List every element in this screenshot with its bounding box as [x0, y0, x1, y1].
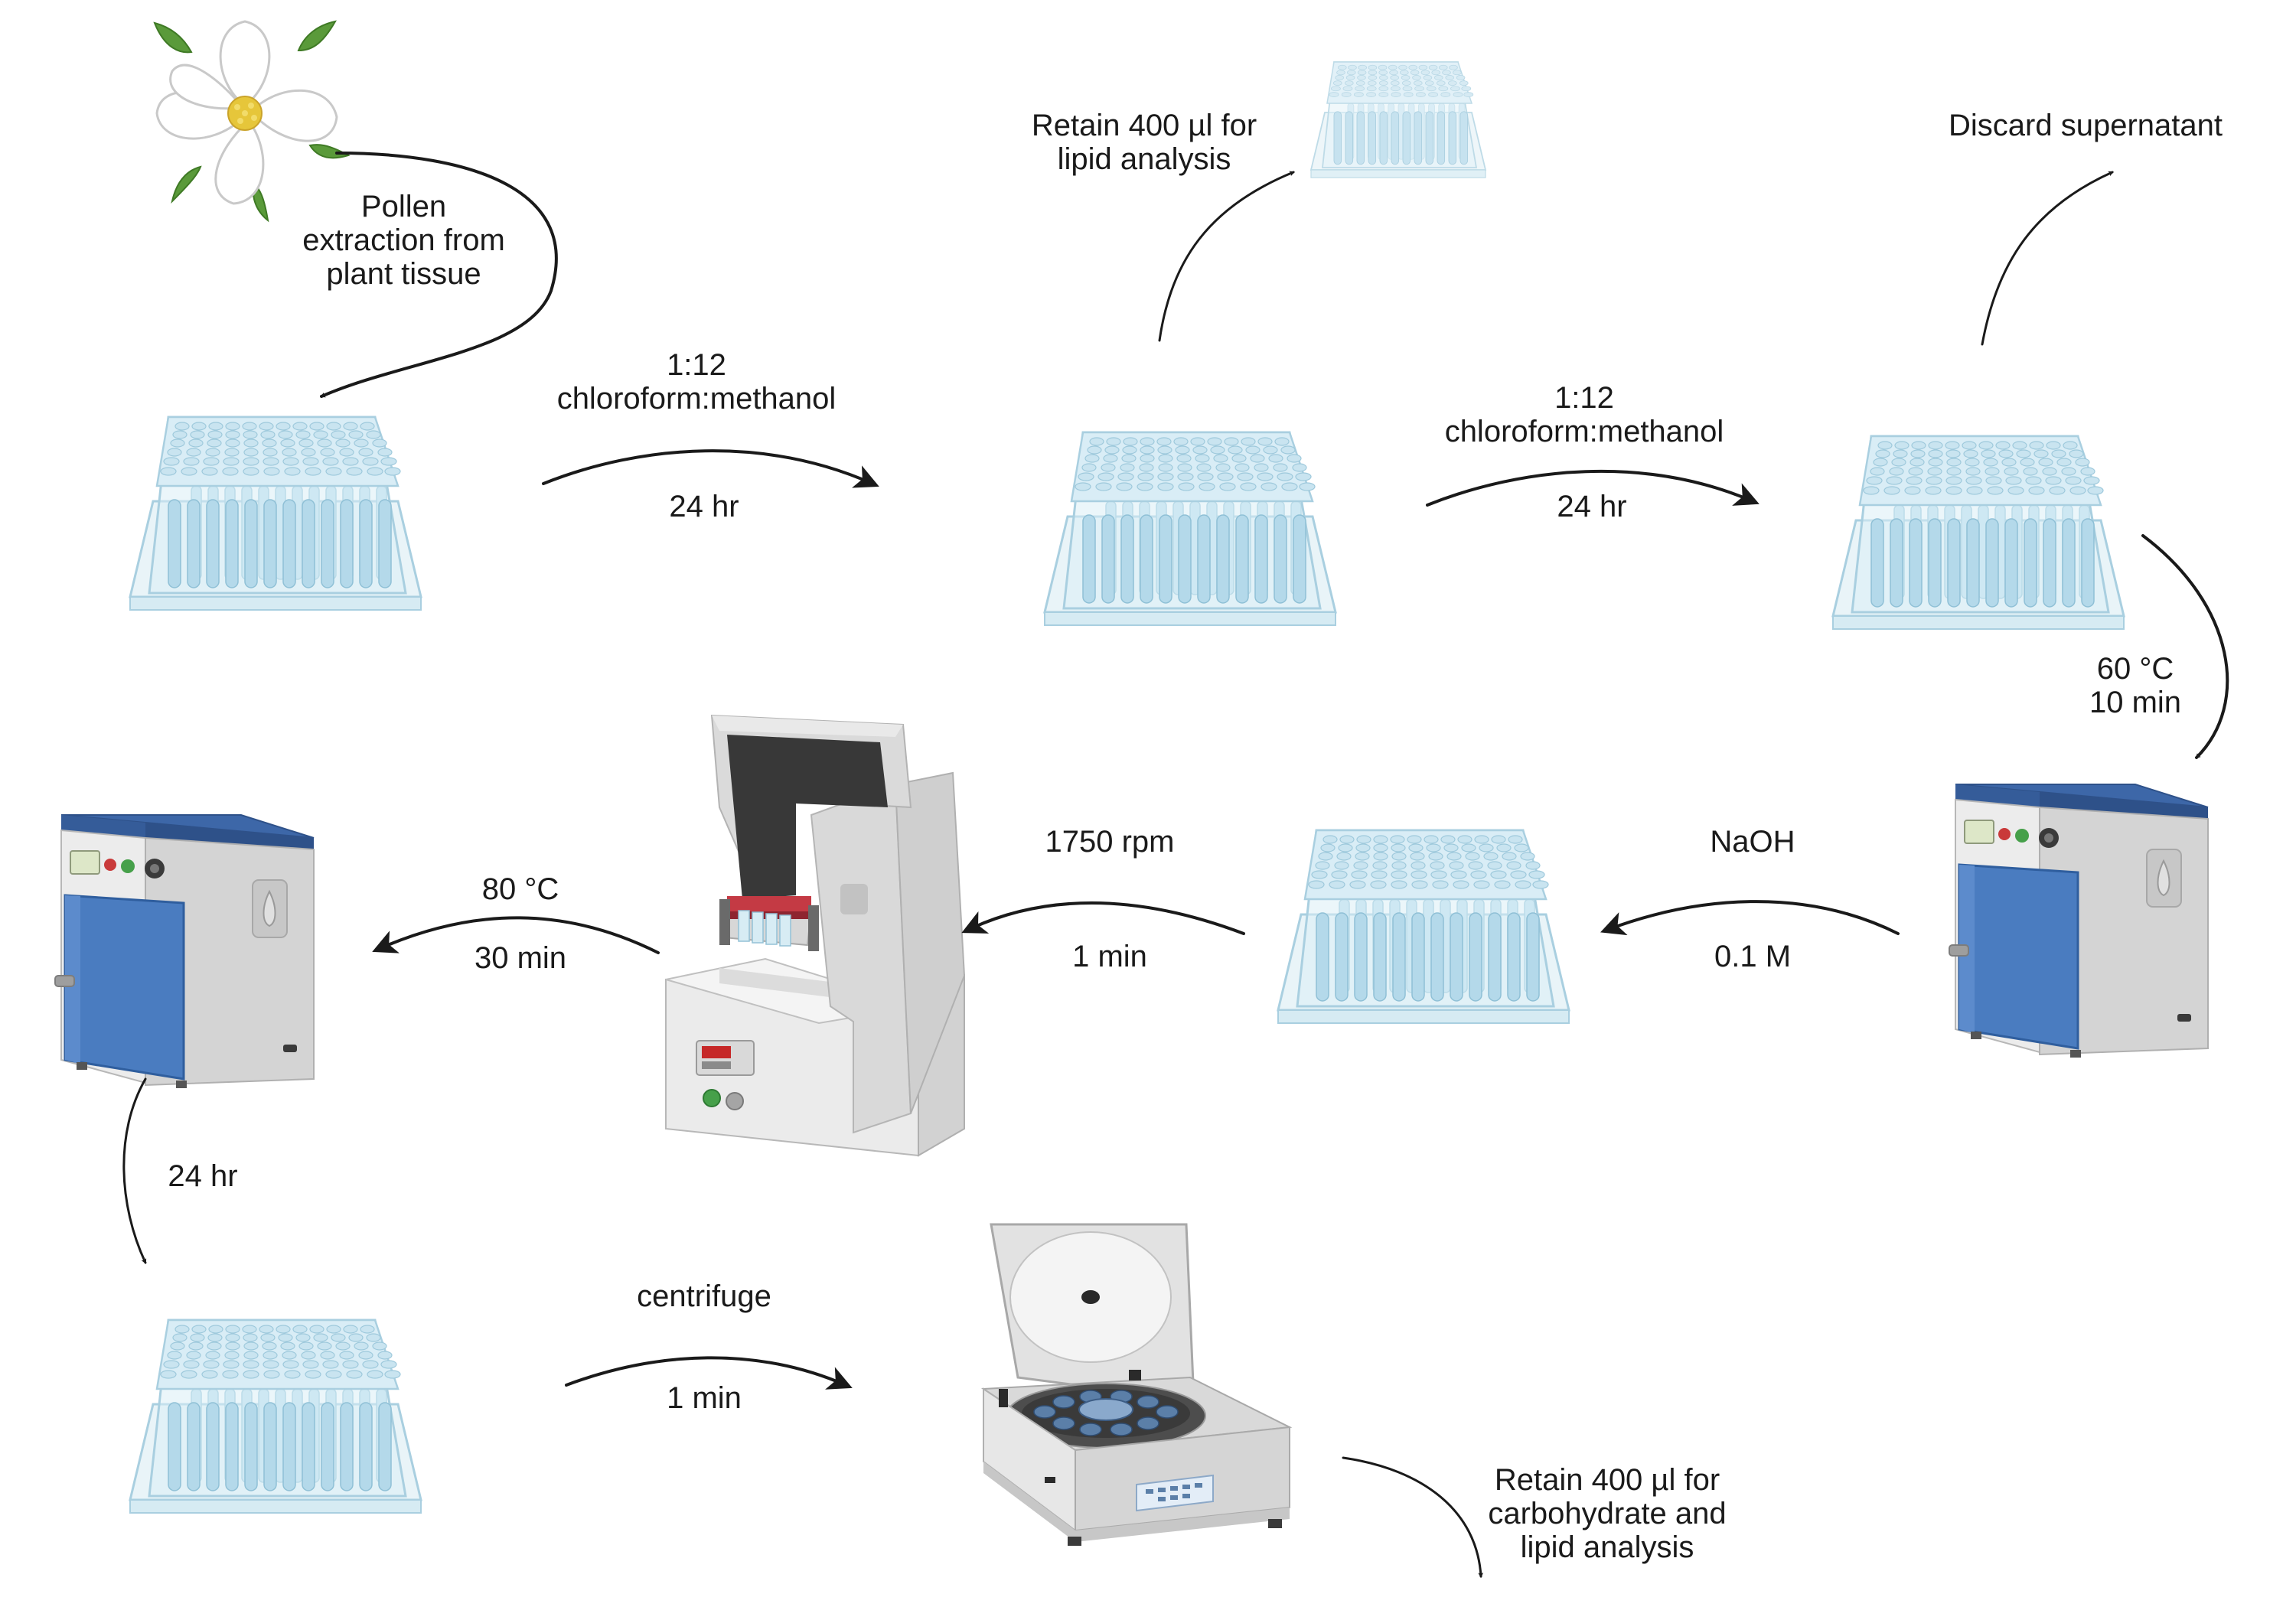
- pollen-extraction-line: Pollen: [360, 190, 447, 223]
- retain-final-line: Retain 400 µl for: [1494, 1463, 1720, 1497]
- heat-temperature-label: 80 °C: [481, 872, 559, 906]
- drying-conditions-label: 60 °C 10 min: [2059, 652, 2212, 719]
- arrow-oven-to-plate5: [122, 1077, 147, 1264]
- arrow-plate1-to-plate2: [542, 449, 879, 488]
- retain-lipid-label: Retain 400 µl for lipid analysis: [991, 109, 1297, 176]
- well-plate-icon: [1310, 61, 1486, 179]
- drying-temperature: 60 °C: [2096, 652, 2174, 686]
- solvent-name: chloroform:methanol: [1444, 415, 1724, 448]
- centrifuge-icon: [982, 1223, 1291, 1547]
- heat-time-label: 30 min: [474, 941, 567, 975]
- retain-final-label: Retain 400 µl for carbohydrate and lipid…: [1454, 1463, 1760, 1564]
- arrow-oven-to-plate4: [1600, 900, 1900, 936]
- step2-solvent-label: 1:12 chloroform:methanol: [1424, 381, 1745, 448]
- well-plate-icon: [1043, 431, 1337, 627]
- well-plate-icon: [129, 416, 422, 611]
- centrifuge-time-label: 1 min: [667, 1381, 742, 1415]
- retain-lipid-line: Retain 400 µl for: [1031, 109, 1257, 142]
- shake-speed-label: 1750 rpm: [1045, 825, 1175, 859]
- centrifuge-label: centrifuge: [637, 1279, 771, 1313]
- naoh-reagent-label: NaOH: [1710, 825, 1795, 859]
- retain-lipid-line: lipid analysis: [1057, 142, 1231, 176]
- arrow-plate3-to-oven: [2141, 534, 2229, 759]
- arrow-plate4-to-shaker: [961, 901, 1245, 935]
- solvent-name: chloroform:methanol: [556, 382, 837, 416]
- oven-icon: [1948, 783, 2210, 1059]
- step1-time-label: 24 hr: [669, 490, 739, 523]
- flower-icon: [153, 20, 351, 223]
- discard-supernatant-label: Discard supernatant: [1949, 109, 2223, 142]
- oven-icon: [54, 813, 315, 1090]
- step1-solvent-label: 1:12 chloroform:methanol: [536, 348, 857, 416]
- incubate-time-label: 24 hr: [168, 1159, 238, 1193]
- retain-final-line: lipid analysis: [1520, 1530, 1694, 1564]
- arrow-plate2-retain: [1158, 171, 1295, 342]
- arrow-plate2-to-plate3: [1426, 469, 1760, 507]
- well-plate-icon: [1831, 435, 2125, 631]
- solvent-ratio: 1:12: [667, 348, 726, 382]
- pollen-extraction-line: plant tissue: [326, 257, 481, 291]
- plate-shaker-icon: [665, 715, 965, 1156]
- well-plate-icon: [129, 1319, 422, 1514]
- arrow-flower-to-plate: [320, 152, 558, 398]
- arrow-plate3-discard: [1981, 171, 2114, 346]
- arrow-shaker-to-oven: [372, 916, 660, 954]
- pollen-extraction-line: extraction from: [302, 223, 505, 257]
- step2-time-label: 24 hr: [1557, 490, 1627, 523]
- well-plate-icon: [1277, 829, 1570, 1025]
- arrow-plate5-to-centrifuge: [565, 1356, 853, 1390]
- solvent-ratio: 1:12: [1554, 381, 1614, 415]
- arrow-centrifuge-retain: [1342, 1456, 1484, 1579]
- drying-time: 10 min: [2089, 686, 2182, 719]
- pollen-extraction-label: Pollen extraction from plant tissue: [287, 190, 520, 291]
- shake-time-label: 1 min: [1072, 940, 1147, 973]
- retain-final-line: carbohydrate and: [1488, 1497, 1727, 1530]
- naoh-concentration-label: 0.1 M: [1714, 940, 1792, 973]
